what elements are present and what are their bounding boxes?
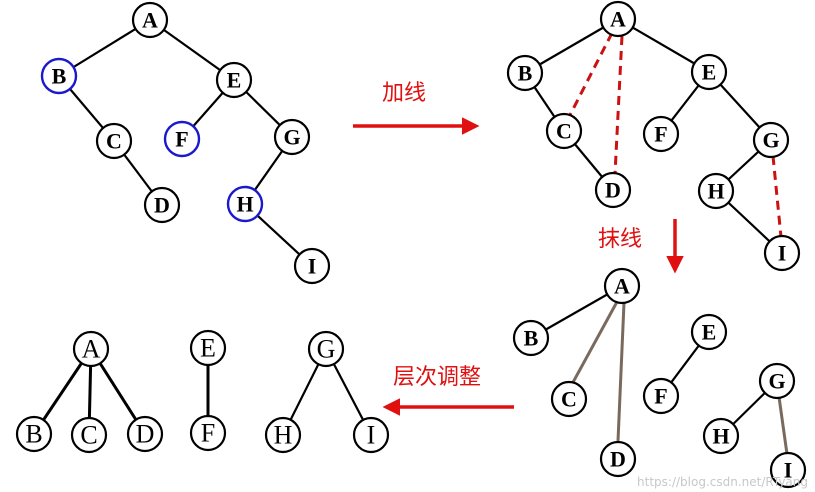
add-lines-label: 加线	[382, 81, 426, 106]
node2-g: G	[752, 121, 790, 159]
svg-text:E: E	[702, 320, 717, 345]
svg-text:I: I	[784, 458, 793, 483]
node4-i: I	[352, 416, 390, 454]
node4-g: G	[307, 330, 345, 368]
svg-text:C: C	[556, 119, 572, 144]
node2-a: A	[599, 0, 637, 38]
edge3-a-c	[569, 299, 620, 387]
node3-i: I	[769, 451, 807, 489]
node2-i: I	[763, 234, 801, 272]
node-e: E	[215, 61, 253, 99]
node4-f: F	[189, 414, 227, 452]
node-c: C	[95, 122, 133, 160]
svg-text:D: D	[136, 420, 155, 449]
node-f: F	[163, 120, 201, 158]
node4-d: D	[126, 415, 164, 453]
add-lines-arrow: 加线	[353, 81, 480, 135]
edge3-a-d	[616, 302, 626, 442]
svg-text:I: I	[308, 254, 317, 279]
svg-text:A: A	[614, 274, 630, 299]
level-adjust-label: 层次调整	[393, 365, 481, 390]
node2-e: E	[690, 53, 728, 91]
node3-e: E	[690, 313, 728, 351]
node-g: G	[273, 118, 311, 156]
node-b: B	[40, 57, 78, 95]
svg-text:F: F	[654, 122, 667, 147]
svg-text:C: C	[80, 421, 97, 450]
node2-d: D	[594, 171, 632, 209]
svg-text:C: C	[106, 129, 122, 154]
node-h: H	[226, 185, 264, 223]
svg-text:G: G	[317, 335, 336, 364]
svg-text:F: F	[654, 384, 667, 409]
svg-text:B: B	[518, 61, 533, 86]
svg-text:B: B	[25, 420, 42, 449]
resulting-forest: A B C D E F G H I	[15, 329, 390, 454]
node4-c: C	[70, 416, 108, 454]
svg-text:G: G	[762, 128, 779, 153]
node3-d: D	[599, 440, 637, 478]
node2-f: F	[642, 115, 680, 153]
tree-with-added-lines: A B E C F G D H I	[506, 0, 801, 272]
svg-text:B: B	[52, 64, 67, 89]
svg-text:B: B	[524, 326, 539, 351]
svg-text:E: E	[702, 60, 717, 85]
node3-f: F	[642, 377, 680, 415]
svg-text:F: F	[175, 127, 188, 152]
node-d: D	[143, 186, 181, 224]
node4-h: H	[264, 416, 302, 454]
node3-a: A	[603, 267, 641, 305]
node2-c: C	[545, 112, 583, 150]
node3-h: H	[702, 417, 740, 455]
svg-text:D: D	[610, 447, 626, 472]
svg-text:D: D	[154, 193, 170, 218]
svg-text:C: C	[561, 387, 577, 412]
svg-text:H: H	[236, 192, 253, 217]
svg-text:I: I	[778, 241, 787, 266]
node3-b: B	[512, 319, 550, 357]
svg-text:H: H	[712, 424, 729, 449]
added-edge-a-d	[613, 35, 624, 175]
svg-text:E: E	[227, 68, 242, 93]
node2-h: H	[697, 172, 735, 210]
node4-a: A	[72, 330, 110, 368]
added-edge-a-c	[567, 32, 614, 118]
svg-text:H: H	[274, 421, 293, 450]
erase-lines-arrow: 抹线	[598, 219, 684, 274]
svg-text:A: A	[82, 335, 101, 364]
node3-c: C	[550, 380, 588, 418]
svg-text:D: D	[605, 178, 621, 203]
node2-b: B	[506, 54, 544, 92]
svg-text:A: A	[610, 7, 626, 32]
node4-e: E	[189, 329, 227, 367]
svg-text:I: I	[367, 421, 376, 450]
svg-text:A: A	[142, 8, 158, 33]
erase-lines-label: 抹线	[598, 227, 642, 252]
svg-text:G: G	[283, 125, 300, 150]
node-a: A	[131, 1, 169, 39]
node-i: I	[293, 247, 331, 285]
node3-g: G	[758, 362, 796, 400]
edge3-g-i	[777, 396, 789, 455]
svg-text:H: H	[707, 179, 724, 204]
level-adjust-arrow: 层次调整	[382, 365, 514, 416]
node4-b: B	[15, 415, 53, 453]
watermark-text: https://blog.csdn.net/RTyang	[637, 475, 808, 489]
svg-text:E: E	[200, 334, 216, 363]
svg-text:G: G	[768, 369, 785, 394]
svg-text:F: F	[201, 419, 215, 448]
original-binary-tree: A B E C F G D H I	[40, 1, 331, 285]
tree-after-erasing: A B E C F G H D I	[512, 267, 807, 489]
added-edge-g-i	[771, 155, 783, 238]
